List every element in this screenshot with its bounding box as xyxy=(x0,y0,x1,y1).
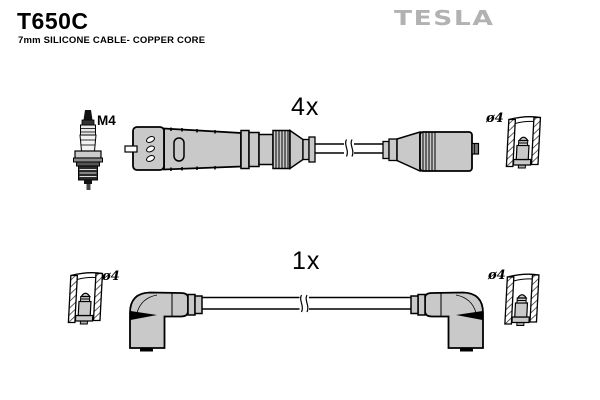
row1-quantity-label: 4x xyxy=(291,93,320,121)
boot-socket-cutaway-icon xyxy=(504,273,540,327)
tesla-logo: TESLA xyxy=(394,7,495,31)
cable-row1 xyxy=(315,138,383,158)
cable-row2 xyxy=(202,294,411,313)
angled-connector-left xyxy=(129,291,203,353)
distributor-connector xyxy=(124,126,316,171)
cable-break-icon xyxy=(345,138,354,158)
row2-left-boot-diameter-label: ø4 xyxy=(102,269,120,284)
plug-end-connector xyxy=(382,130,480,173)
spark-plug-thread-label: M4 xyxy=(97,113,116,128)
boot-socket-cutaway-icon xyxy=(67,272,104,325)
row2-quantity-label: 1x xyxy=(292,247,321,275)
cable-break-icon xyxy=(300,294,309,313)
spark-plug-icon xyxy=(73,110,103,190)
row2-right-boot-diameter-label: ø4 xyxy=(488,268,506,283)
part-number: T650C xyxy=(17,8,89,34)
angled-connector-right xyxy=(410,291,484,353)
row1-boot-diameter-label: ø4 xyxy=(486,111,504,126)
product-description: 7mm SILICONE CABLE- COPPER CORE xyxy=(18,35,206,46)
boot-socket-cutaway-icon xyxy=(505,116,542,169)
